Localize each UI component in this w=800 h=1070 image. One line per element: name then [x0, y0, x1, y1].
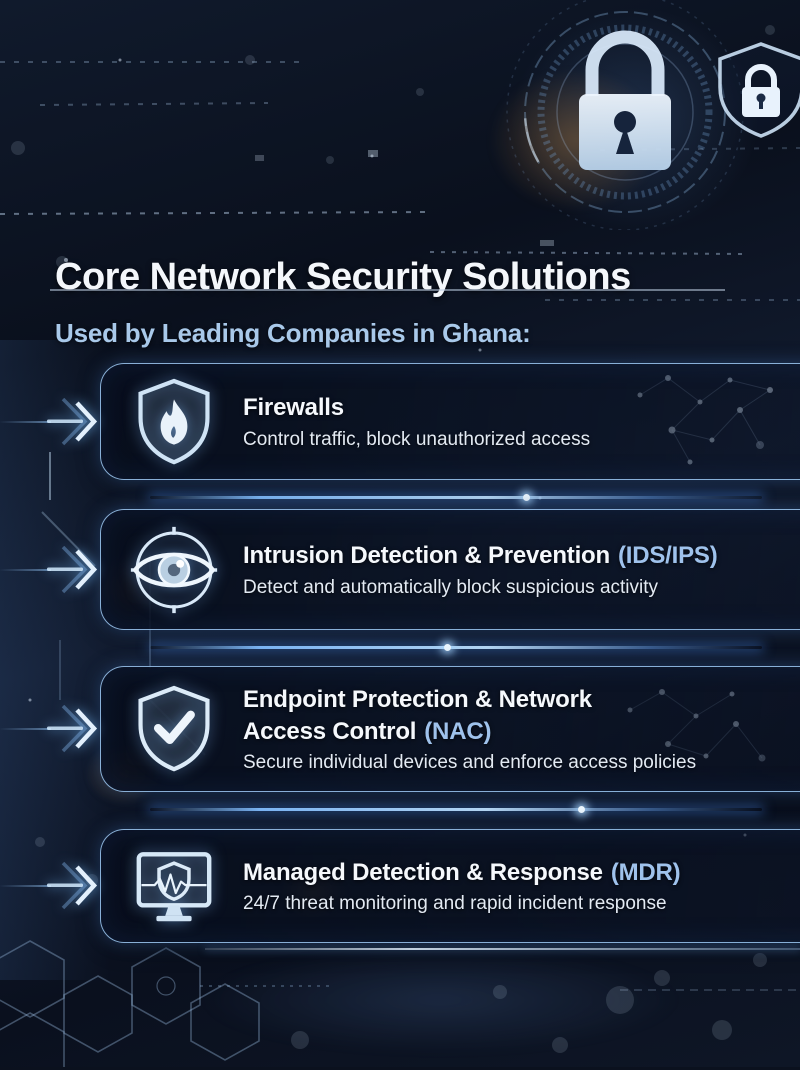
arrow-lead-line [0, 885, 51, 887]
card-description: Control traffic, block unauthorized acce… [243, 428, 591, 450]
card-title: Firewalls [243, 394, 344, 422]
card-title: Endpoint Protection & Network Access Con… [243, 685, 592, 745]
page-title: Core Network Security Solutions [55, 256, 631, 299]
page-subtitle: Used by Leading Companies in Ghana: [55, 317, 531, 348]
padlock-icon [579, 30, 671, 170]
monitor-pulse-icon [121, 840, 227, 932]
card-title: Managed Detection & Response(MDR) [243, 858, 681, 886]
hero-graphic [506, 0, 800, 230]
card-description: Secure individual devices and enforce ac… [243, 752, 697, 774]
divider-beam [150, 644, 762, 651]
title-divider [50, 289, 725, 291]
card-title: Intrusion Detection & Prevention(IDS/IPS… [243, 542, 718, 570]
left-light-sheen [0, 340, 110, 980]
bottom-accent-line [205, 948, 800, 950]
card-mdr: Managed Detection & Response(MDR) 24/7 t… [0, 829, 800, 943]
bottom-light-sheen [120, 930, 760, 1070]
divider-beam [150, 494, 762, 501]
card-endpoint-nac: Endpoint Protection & Network Access Con… [0, 666, 800, 792]
card-intrusion-detection: Intrusion Detection & Prevention(IDS/IPS… [0, 509, 800, 630]
arrow-right-icon [47, 705, 98, 753]
card-description: 24/7 threat monitoring and rapid inciden… [243, 893, 667, 915]
card-firewalls: Firewalls Control traffic, block unautho… [0, 363, 800, 480]
arrow-lead-line [0, 728, 51, 730]
eye-scan-icon [121, 524, 227, 616]
arrow-lead-line [0, 568, 51, 571]
arrow-lead-line [0, 420, 51, 423]
shield-lock-icon [718, 42, 800, 138]
arrow-right-icon [47, 545, 98, 593]
divider-beam [150, 806, 762, 813]
card-description: Detect and automatically block suspiciou… [243, 576, 659, 598]
arrow-right-icon [47, 397, 98, 445]
shield-check-icon [121, 683, 227, 775]
shield-flame-icon [121, 376, 227, 468]
arrow-right-icon [47, 862, 98, 910]
